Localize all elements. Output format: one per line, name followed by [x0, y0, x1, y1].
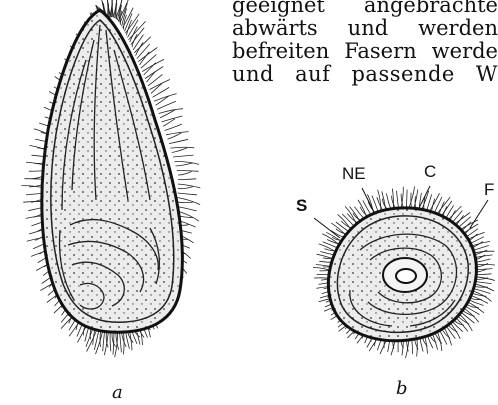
caption-b: b — [396, 378, 408, 399]
hair-stroke — [141, 55, 156, 69]
label-f: F — [484, 180, 494, 200]
label-c: C — [424, 162, 436, 182]
figure-b-core — [396, 269, 416, 283]
hair-stroke — [177, 202, 193, 203]
hair-stroke — [166, 132, 189, 135]
hair-stroke — [137, 44, 150, 59]
hair-stroke — [159, 109, 183, 114]
hair-stroke — [130, 27, 138, 42]
figure-b-seed — [313, 186, 495, 358]
hair-stroke — [434, 197, 442, 214]
figure-a-seed — [22, 0, 201, 357]
hair-stroke — [392, 189, 393, 209]
hair-stroke — [177, 198, 200, 205]
hair-stroke — [170, 147, 194, 148]
hair-stroke — [133, 35, 143, 50]
hair-stroke — [178, 193, 197, 195]
hair-stroke — [397, 191, 399, 208]
hair-stroke — [138, 48, 157, 62]
hair-stroke — [178, 187, 193, 189]
hair-stroke — [409, 186, 415, 208]
hair-stroke — [120, 332, 122, 352]
hair-stroke — [173, 155, 193, 157]
hair-stroke — [177, 170, 199, 171]
hair-stroke — [177, 206, 197, 211]
hair-stroke — [414, 189, 418, 208]
caption-a: a — [112, 382, 123, 403]
hair-stroke — [96, 331, 103, 354]
hair-stroke — [103, 332, 105, 351]
hair-stroke — [169, 139, 188, 143]
hair-stroke — [110, 333, 111, 351]
hair-stroke — [176, 163, 193, 166]
hair-stroke — [150, 80, 170, 90]
hair-stroke — [165, 124, 182, 130]
label-s: S — [296, 196, 307, 216]
hair-stroke — [358, 200, 367, 218]
hair-stroke — [156, 96, 169, 105]
label-ne: NE — [342, 164, 366, 184]
hair-stroke — [473, 288, 491, 293]
hair-stroke — [172, 148, 188, 153]
hair-stroke — [127, 20, 132, 35]
hair-stroke — [153, 87, 170, 97]
hair-stroke — [429, 193, 439, 212]
hair-stroke — [178, 172, 192, 176]
hair-stroke — [178, 179, 196, 180]
hair-stroke — [406, 190, 407, 209]
hair-stroke — [386, 193, 391, 209]
